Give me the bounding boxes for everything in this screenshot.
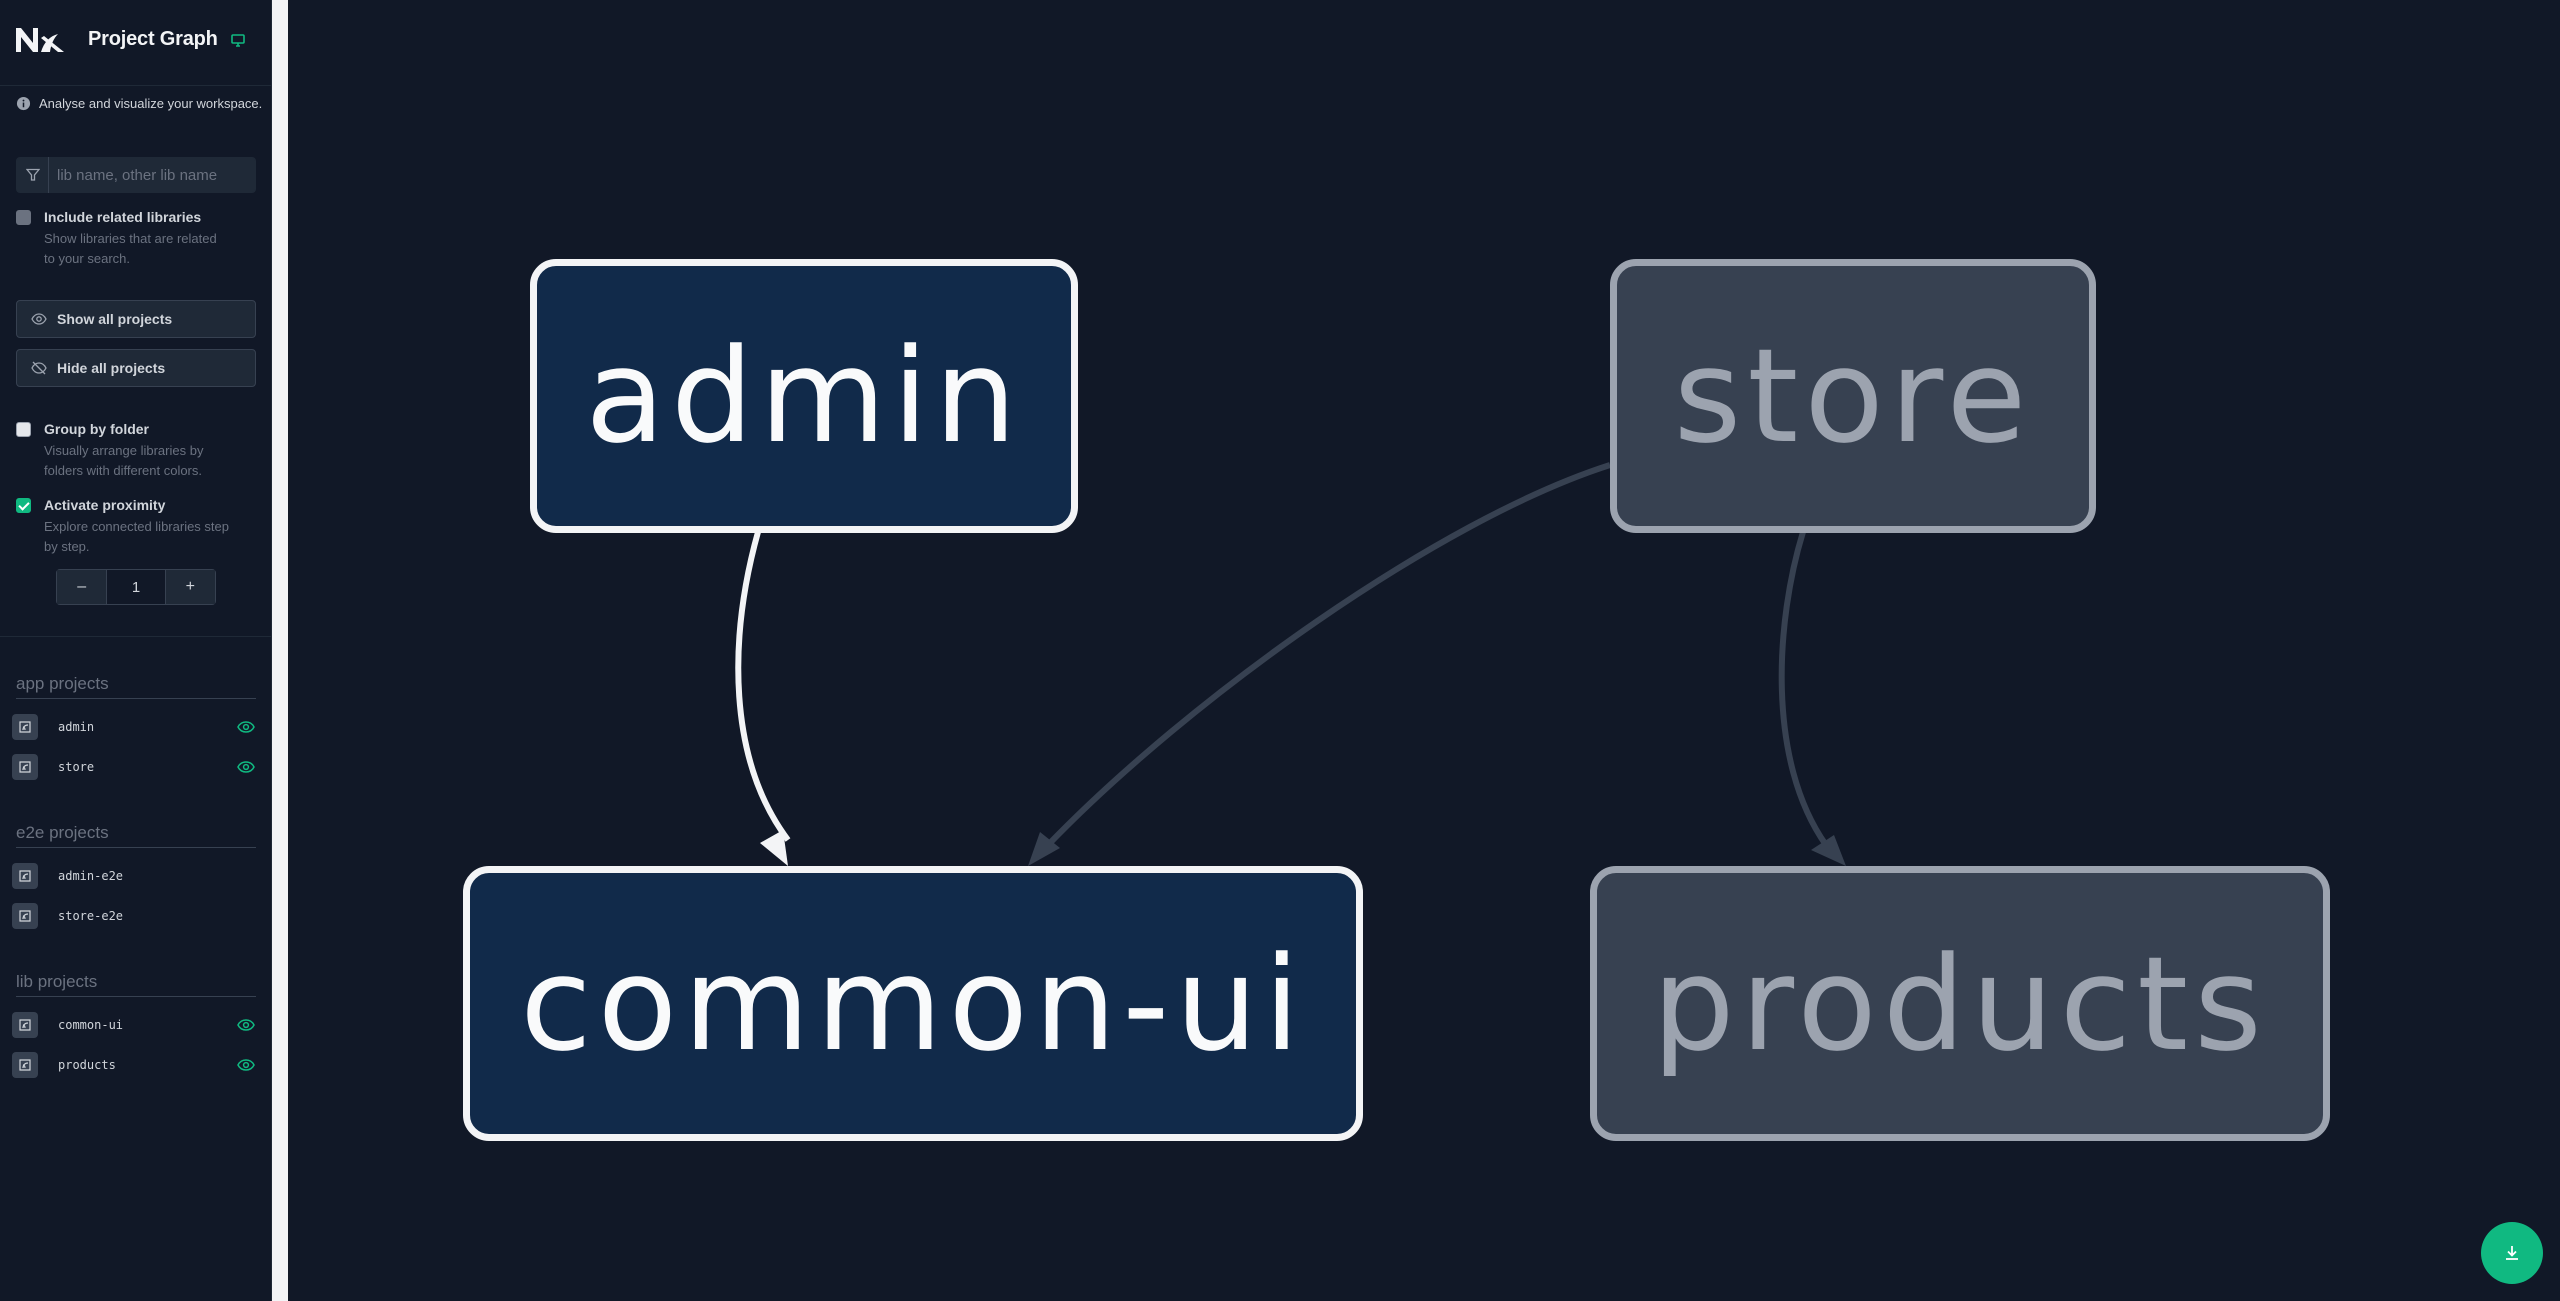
list-item[interactable]: store-e2e xyxy=(10,901,260,931)
info-icon xyxy=(16,96,31,111)
list-item[interactable]: products xyxy=(10,1050,260,1080)
node-products[interactable]: products xyxy=(1590,866,2330,1141)
graph-canvas[interactable]: admin store common-ui products xyxy=(288,0,2560,1301)
page-title: Project Graph xyxy=(88,28,218,50)
proximity-description: Explore connected libraries step by step… xyxy=(44,519,229,554)
show-all-label: Show all projects xyxy=(57,311,173,327)
include-related-option: Include related libraries Show libraries… xyxy=(16,209,256,269)
eye-icon[interactable] xyxy=(237,1017,255,1033)
filter-icon xyxy=(17,157,49,193)
group-title-e2e: e2e projects xyxy=(16,823,109,842)
edge-store-common-ui-arrow xyxy=(1028,832,1060,866)
proximity-value[interactable]: 1 xyxy=(106,570,166,604)
eye-off-icon xyxy=(31,361,47,375)
project-name: admin xyxy=(58,720,95,734)
edge-store-common-ui[interactable] xyxy=(1045,462,1611,848)
edge-store-products[interactable] xyxy=(1778,531,1829,847)
group-by-folder-label: Group by folder xyxy=(44,421,149,437)
group-divider xyxy=(16,698,256,699)
project-name: store-e2e xyxy=(58,909,124,923)
nx-logo xyxy=(16,28,64,52)
hide-all-projects-button[interactable]: Hide all projects xyxy=(16,349,256,387)
show-all-projects-button[interactable]: Show all projects xyxy=(16,300,256,338)
sidebar: Project Graph Analyse and visualize your… xyxy=(0,0,272,1301)
project-icon xyxy=(12,1012,38,1038)
group-title-app: app projects xyxy=(16,674,109,693)
list-item[interactable]: admin-e2e xyxy=(10,861,260,891)
download-button[interactable] xyxy=(2481,1222,2543,1284)
search-box xyxy=(16,157,256,193)
project-icon xyxy=(12,903,38,929)
project-name: admin-e2e xyxy=(58,869,124,883)
include-related-checkbox[interactable] xyxy=(16,210,31,225)
project-icon xyxy=(12,714,38,740)
group-divider xyxy=(16,847,256,848)
eye-icon xyxy=(31,313,47,325)
edge-admin-common-ui[interactable] xyxy=(735,531,791,842)
eye-icon[interactable] xyxy=(237,1057,255,1073)
project-name: store xyxy=(58,760,95,774)
eye-icon[interactable] xyxy=(237,719,255,735)
download-icon xyxy=(2506,1246,2518,1260)
group-divider xyxy=(16,996,256,997)
graph-edges xyxy=(735,462,1846,866)
node-store[interactable]: store xyxy=(1610,259,2096,533)
decrement-button[interactable]: – xyxy=(57,570,107,604)
proximity-label: Activate proximity xyxy=(44,497,166,513)
edge-store-products-arrow xyxy=(1811,835,1846,866)
section-divider xyxy=(0,636,272,637)
proximity-option: Activate proximity Explore connected lib… xyxy=(16,497,256,557)
project-name: common-ui xyxy=(58,1018,124,1032)
group-title-lib: lib projects xyxy=(16,972,98,991)
eye-icon[interactable] xyxy=(237,759,255,775)
info-row: Analyse and visualize your workspace. xyxy=(16,96,262,111)
proximity-checkbox[interactable] xyxy=(16,498,31,513)
project-icon xyxy=(12,863,38,889)
project-name: products xyxy=(58,1058,116,1072)
monitor-icon[interactable] xyxy=(230,32,246,48)
proximity-stepper: – 1 + xyxy=(56,569,216,605)
list-item[interactable]: store xyxy=(10,752,260,782)
search-input[interactable] xyxy=(49,166,249,184)
group-by-folder-description: Visually arrange libraries by folders wi… xyxy=(44,443,204,478)
increment-button[interactable]: + xyxy=(165,570,215,604)
project-icon xyxy=(12,1052,38,1078)
sidebar-header: Project Graph xyxy=(0,0,272,86)
node-common-ui[interactable]: common-ui xyxy=(463,866,1363,1141)
group-by-folder-checkbox[interactable] xyxy=(16,422,31,437)
hide-all-label: Hide all projects xyxy=(57,360,166,376)
list-item[interactable]: admin xyxy=(10,712,260,742)
edge-admin-common-ui-arrow xyxy=(760,830,788,866)
resize-handle[interactable] xyxy=(272,0,288,1301)
project-icon xyxy=(12,754,38,780)
list-item[interactable]: common-ui xyxy=(10,1010,260,1040)
include-related-description: Show libraries that are related to your … xyxy=(44,231,217,266)
include-related-label: Include related libraries xyxy=(44,209,202,225)
info-text: Analyse and visualize your workspace. xyxy=(39,96,263,111)
node-admin[interactable]: admin xyxy=(530,259,1078,533)
group-by-folder-option: Group by folder Visually arrange librari… xyxy=(16,421,256,481)
